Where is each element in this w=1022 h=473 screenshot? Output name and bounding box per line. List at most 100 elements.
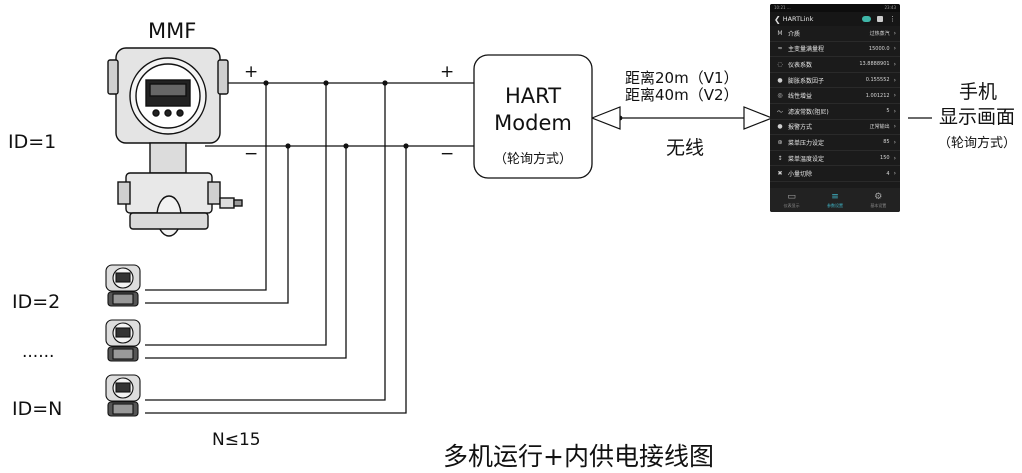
parameter-label: 仪表系数 <box>788 61 813 69</box>
distance-v2: 距离40m（V2） <box>625 86 739 104</box>
parameter-icon: ⊛ <box>777 138 783 146</box>
connection-status-icon <box>862 16 871 22</box>
phone-tab-bar: ▭ 仪表显示 ≡ 参数设置 ⚙ 基本设置 <box>770 188 900 212</box>
status-right: 23:43 <box>884 5 896 10</box>
tab-settings[interactable]: ⚙ 基本设置 <box>857 188 900 212</box>
diagram-caption: 多机运行+内供电接线图 <box>443 442 714 471</box>
chevron-right-icon: › <box>893 123 896 131</box>
sliders-tab-icon: ≡ <box>831 191 839 202</box>
parameter-row[interactable]: ⊛ 菜单压力设定 85› <box>770 135 900 151</box>
device-ellipsis: ...... <box>22 342 55 362</box>
phone-app-header: ❮ HARTLink ⋮ <box>770 12 900 26</box>
device-main-name: MMF <box>148 19 197 43</box>
parameter-icon: 〜 <box>776 108 783 116</box>
parameter-icon: ● <box>777 76 783 84</box>
minus-sign-left: − <box>244 144 259 164</box>
modem-line1: HART <box>504 84 562 108</box>
tab-params[interactable]: ≡ 参数设置 <box>813 188 856 212</box>
transmitter-small-icon-2 <box>105 319 141 362</box>
tab-display-label: 仪表显示 <box>783 202 800 208</box>
parameter-row[interactable]: 〜滤波常数(阻尼)5› <box>770 104 900 120</box>
device-id-2: ID=2 <box>12 291 61 313</box>
modem-box <box>473 54 593 179</box>
phone-label-line2: 显示画面 <box>938 106 1015 128</box>
tab-settings-label: 基本设置 <box>870 202 887 208</box>
parameter-row[interactable]: ● 膨胀系数因子 0.155552› <box>770 73 900 89</box>
parameter-value: 0.155552 <box>865 77 890 84</box>
parameter-label: 报警方式 <box>788 124 813 132</box>
parameter-row[interactable]: ● 报警方式 正常输出› <box>770 120 900 136</box>
parameter-icon: ↕ <box>777 154 783 162</box>
parameter-label: 小量切除 <box>788 171 813 179</box>
more-menu-icon[interactable]: ⋮ <box>889 15 896 23</box>
drop-2 <box>145 146 289 304</box>
drop-1 <box>145 83 267 291</box>
gear-tab-icon: ⚙ <box>874 191 883 202</box>
minus-sign-right: − <box>440 144 455 164</box>
wireless-label: 无线 <box>666 137 705 159</box>
parameter-icon: ◎ <box>777 92 783 100</box>
arrow-left <box>590 106 621 130</box>
app-title: HARTLink <box>782 15 814 23</box>
phone-status-bar: 10:21 ... 23:43 <box>770 4 900 12</box>
tab-params-label: 参数设置 <box>826 202 843 208</box>
status-left: 10:21 ... <box>774 5 791 10</box>
device-main-id: ID=1 <box>8 131 57 153</box>
parameter-value: 150 <box>880 155 890 162</box>
display-tab-icon: ▭ <box>787 191 796 202</box>
parameter-label: 介质 <box>788 30 801 38</box>
chevron-right-icon: › <box>893 60 896 68</box>
chevron-right-icon: › <box>893 170 896 178</box>
transmitter-main-icon <box>107 47 243 237</box>
phone-label-line1: 手机 <box>958 81 997 103</box>
parameter-row[interactable]: ◌ 仪表系数 13.8888901› <box>770 57 900 73</box>
parameter-icon: ● <box>777 123 783 131</box>
drop-6 <box>145 146 407 414</box>
parameter-row[interactable]: M 介质 过热蒸汽› <box>770 26 900 42</box>
transmitter-small-icon-1 <box>105 264 141 307</box>
chevron-right-icon: › <box>893 92 896 100</box>
parameter-label: 线性增益 <box>788 93 813 101</box>
parameter-row[interactable]: ◎ 线性增益 1.001212› <box>770 88 900 104</box>
chevron-right-icon: › <box>893 45 896 53</box>
parameter-label: 膨胀系数因子 <box>788 77 825 85</box>
drop-5 <box>145 83 386 401</box>
junction-dots <box>263 80 623 149</box>
parameter-value: 13.8888901 <box>859 61 890 68</box>
parameter-value: 正常输出 <box>869 124 890 131</box>
parameter-value: 85 <box>883 139 890 146</box>
chevron-right-icon: › <box>893 76 896 84</box>
parameter-value: 15000.0 <box>868 45 890 52</box>
parameter-label: 滤波常数(阻尼) <box>788 108 829 116</box>
parameter-value: 1.001212 <box>865 92 890 99</box>
device-id-n: ID=N <box>12 398 63 420</box>
plus-sign-right: + <box>440 62 455 82</box>
parameter-label: 菜单压力设定 <box>788 139 825 147</box>
distance-v1: 距离20m（V1） <box>625 69 739 87</box>
parameter-icon: ≈ <box>777 45 783 53</box>
parameter-value: 过热蒸汽 <box>869 30 890 37</box>
drop-4 <box>145 146 347 359</box>
count-label: N≤15 <box>212 430 261 450</box>
parameter-value: 4 <box>886 170 890 177</box>
parameter-icon: ◌ <box>777 60 783 68</box>
plus-sign-left: + <box>244 62 259 82</box>
tab-display[interactable]: ▭ 仪表显示 <box>770 188 813 212</box>
save-icon[interactable] <box>877 16 883 22</box>
parameter-row[interactable]: ✖ 小量切除 4› <box>770 166 900 182</box>
chevron-right-icon: › <box>893 29 896 37</box>
back-icon[interactable]: ❮ <box>774 14 781 24</box>
chevron-right-icon: › <box>893 154 896 162</box>
chevron-right-icon: › <box>893 138 896 146</box>
modem-mode: （轮询方式） <box>493 152 572 167</box>
drop-3 <box>145 83 327 346</box>
chevron-right-icon: › <box>893 107 896 115</box>
parameter-icon: M <box>777 29 783 37</box>
arrow-right <box>743 106 774 130</box>
parameter-icon: ✖ <box>777 170 783 178</box>
